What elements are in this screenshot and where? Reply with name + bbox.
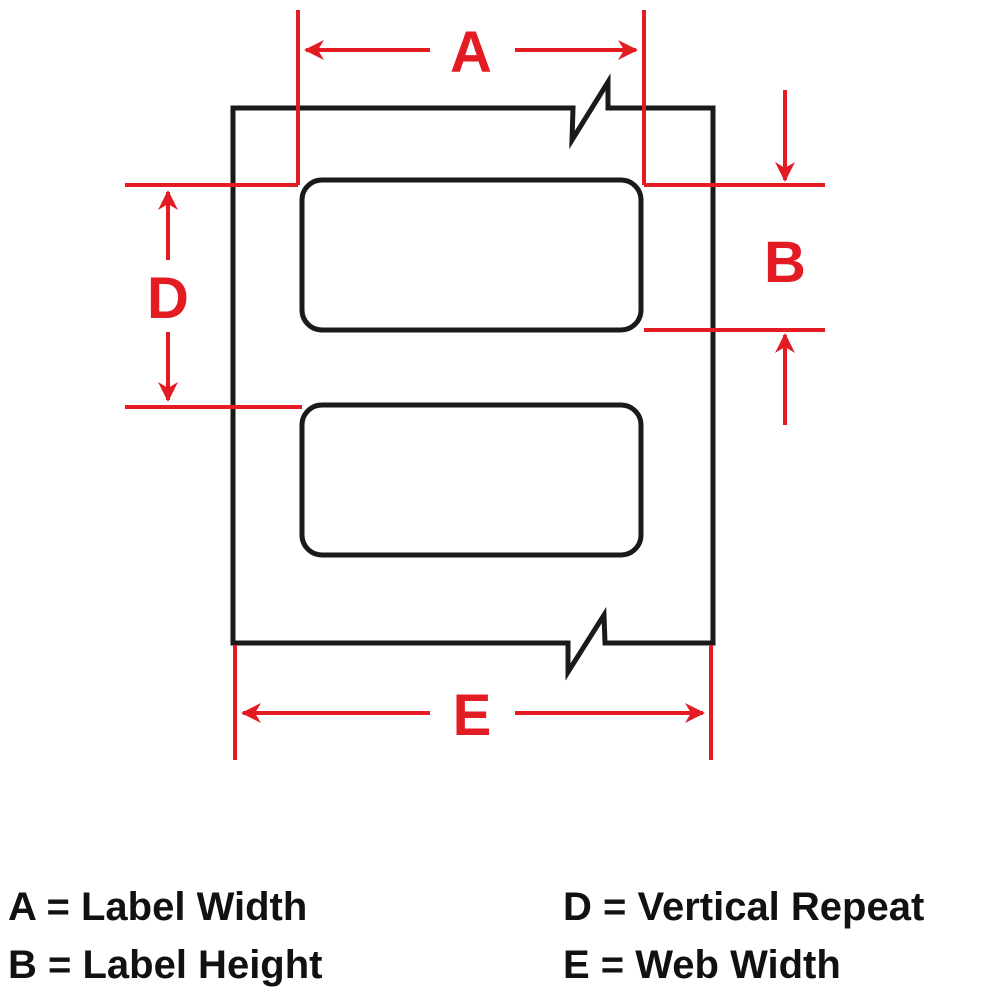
dimension-label-e: E	[453, 683, 492, 748]
legend-a: A = Label Width	[8, 885, 308, 929]
dimension-label-d: D	[147, 266, 189, 331]
dimension-label-b: B	[764, 230, 806, 295]
legend-e: E = Web Width	[563, 943, 841, 987]
legend-d: D = Vertical Repeat	[563, 885, 925, 929]
label-1	[299, 177, 644, 333]
legend-b: B = Label Height	[8, 943, 323, 987]
web-outline	[230, 73, 716, 681]
label-2	[299, 402, 644, 558]
dimension-label-a: A	[450, 20, 492, 85]
